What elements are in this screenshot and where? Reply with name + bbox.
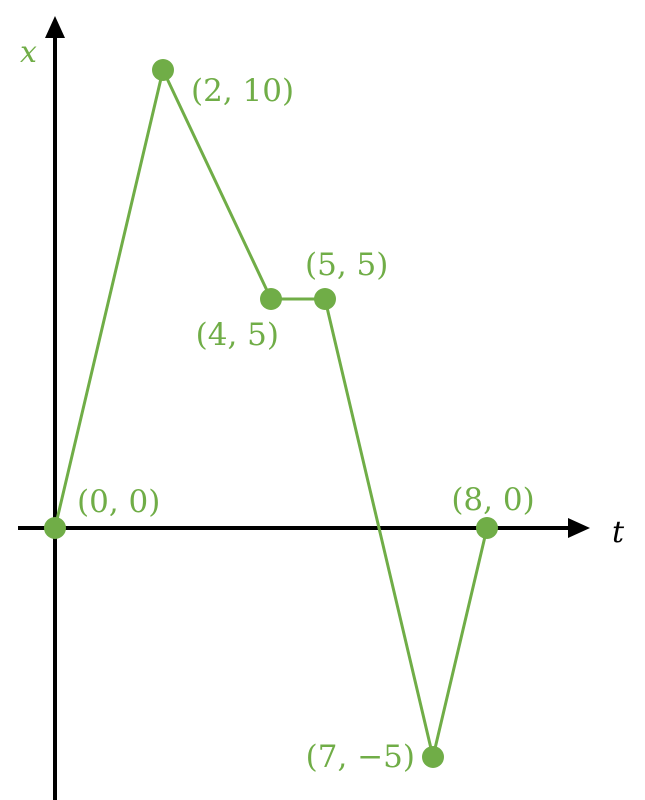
axes: x t xyxy=(18,16,625,800)
data-point-label: (5, 5) xyxy=(305,247,388,283)
data-point-label: (0, 0) xyxy=(77,484,160,520)
data-point xyxy=(476,517,498,539)
data-point xyxy=(314,288,336,310)
data-point xyxy=(44,517,66,539)
data-point-label: (8, 0) xyxy=(451,482,534,518)
y-axis-label: x xyxy=(20,35,37,70)
t-axis-arrowhead xyxy=(568,518,590,538)
data-point xyxy=(422,746,444,768)
data-point-label: (7, −5) xyxy=(306,739,415,775)
series-line xyxy=(53,68,489,759)
data-point-label: (2, 10) xyxy=(191,73,294,109)
data-point-label: (4, 5) xyxy=(196,317,279,353)
x-axis-label: t xyxy=(612,515,625,550)
data-point xyxy=(260,288,282,310)
x-axis-arrowhead xyxy=(45,16,65,38)
series-group: (0, 0) (2, 10) (4, 5) (5, 5) (7, −5) (8, 0) xyxy=(44,59,535,775)
data-point xyxy=(152,59,174,81)
